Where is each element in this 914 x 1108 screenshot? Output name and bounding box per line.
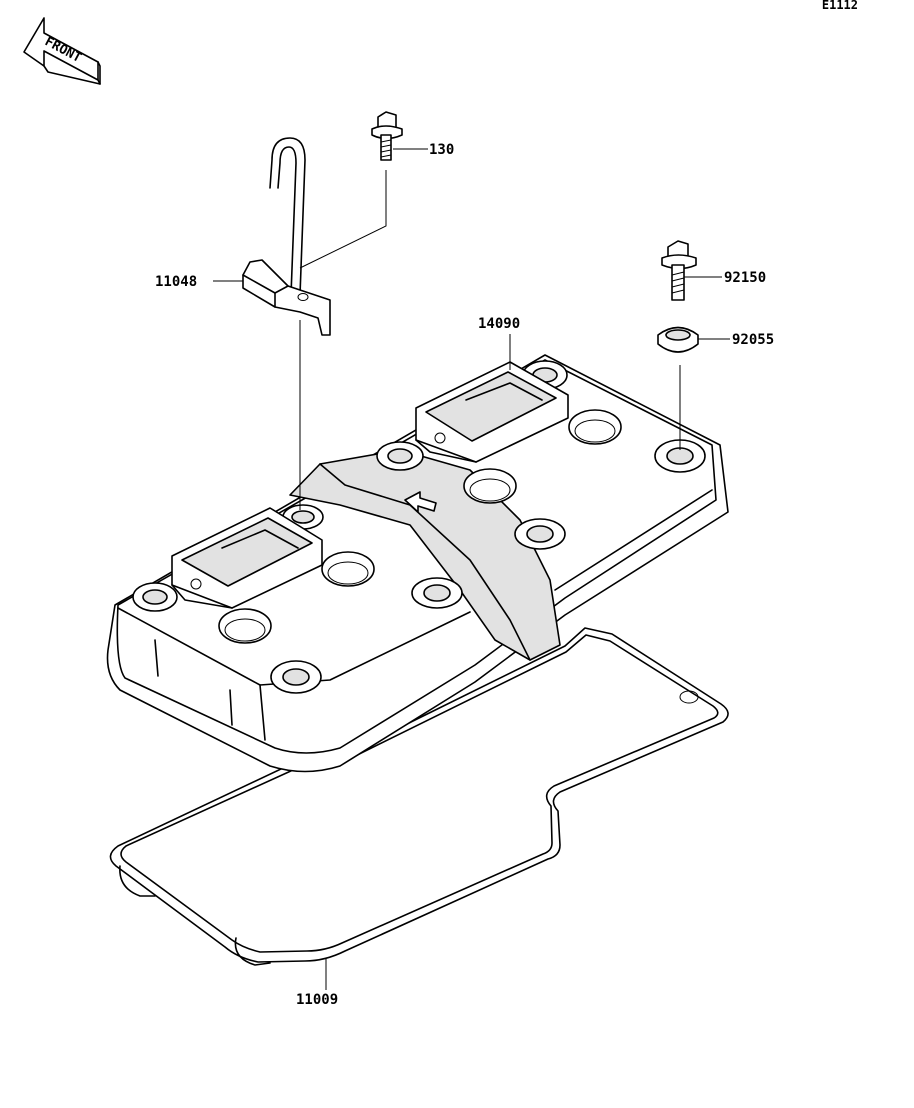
cylinder-head-cover (106, 354, 729, 773)
breather-box-left (171, 507, 323, 609)
part-label-14090: 14090 (478, 316, 520, 332)
part-label-11009: 11009 (296, 992, 338, 1008)
washer-92055 (657, 326, 699, 353)
gasket (109, 627, 729, 966)
part-label-92055: 92055 (732, 332, 774, 348)
diagram-id: E1112 (822, 0, 858, 12)
mounting-holes (132, 360, 706, 694)
bolt-92150 (661, 240, 697, 301)
breather-box-right (415, 361, 569, 463)
part-label-11048: 11048 (155, 274, 197, 290)
front-arrow-icon: FRONT (23, 17, 101, 85)
bolt-130 (371, 111, 403, 161)
bracket (242, 137, 331, 336)
part-label-92150: 92150 (724, 270, 766, 286)
part-label-130: 130 (429, 142, 454, 158)
